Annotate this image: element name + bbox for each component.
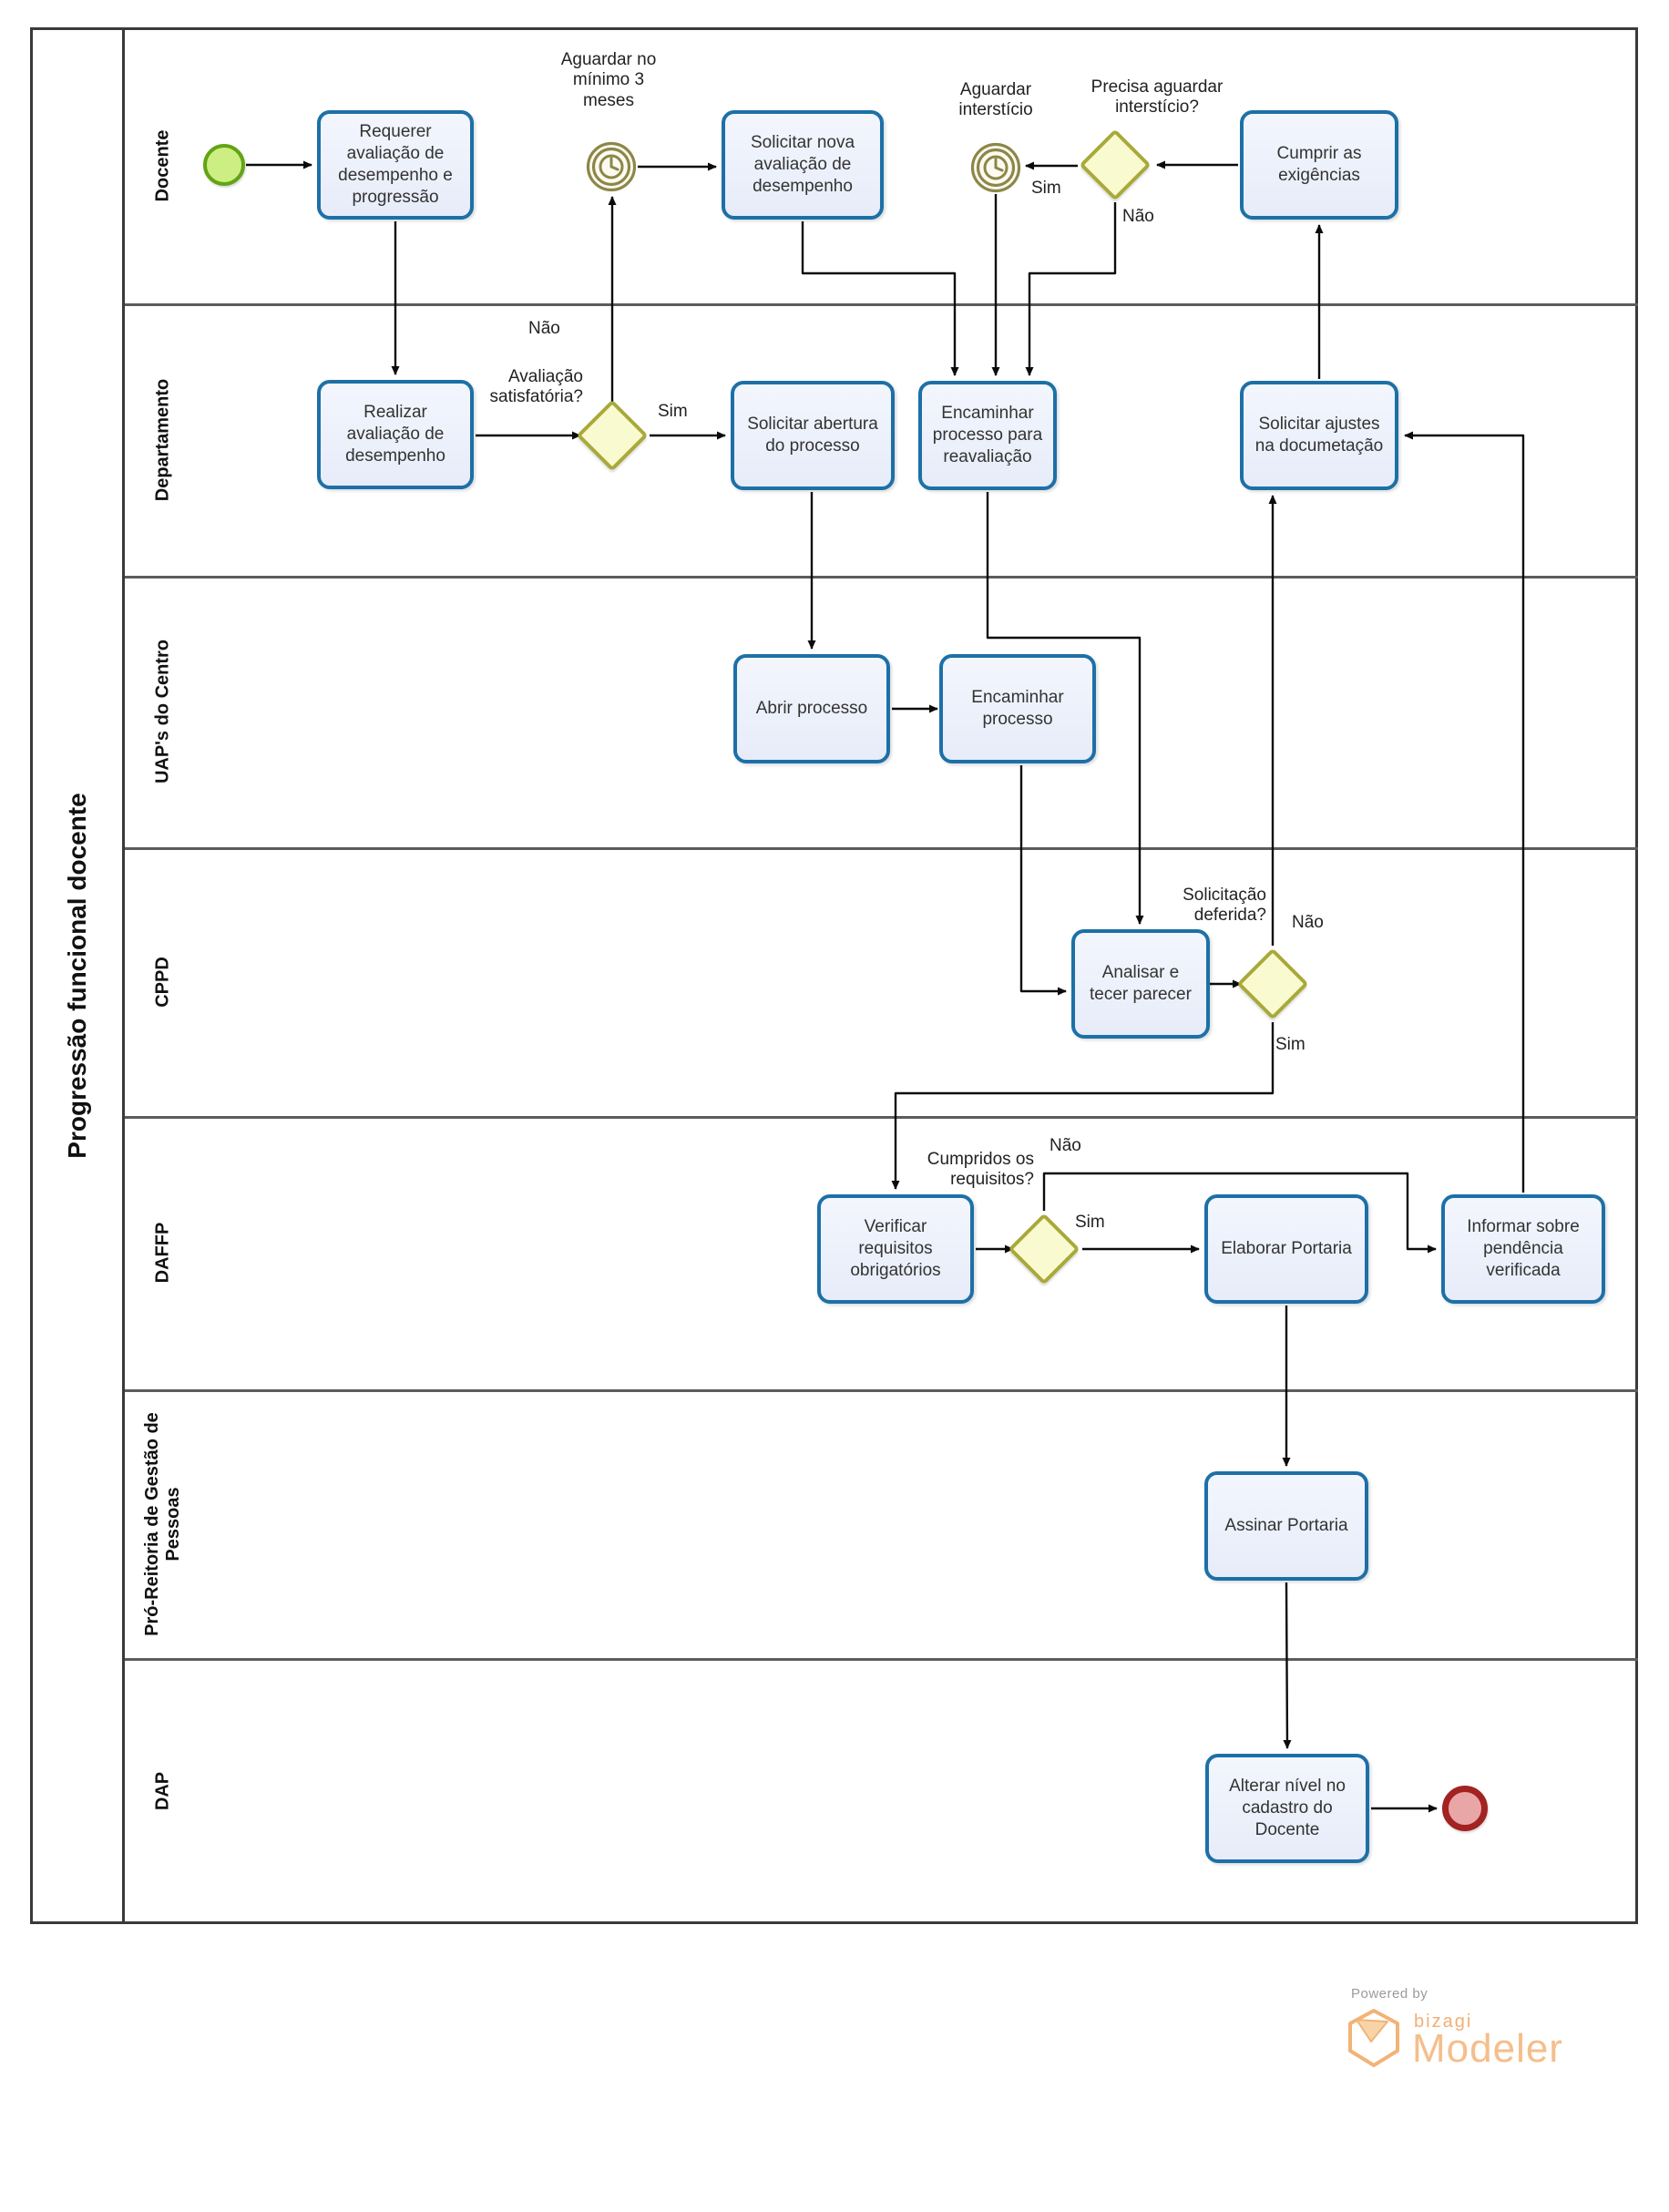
gateway-question: Solicitação deferida? [1183,886,1266,926]
edge-label-nao: Não [1050,1136,1081,1155]
lane-divider [125,1116,1638,1119]
timer-event-minimo-3-meses[interactable] [586,141,637,192]
task-requerer-avaliacao[interactable]: Requerer avaliação de desempenho e progr… [317,110,474,220]
lane-divider [125,847,1638,850]
lane-divider [125,1389,1638,1392]
bizagi-modeler-logo: Powered by bizagi Modeler [1346,1986,1620,2095]
flow-gw3-sim-verificar [891,1022,1275,1190]
task-label: Informar sobre pendência verificada [1467,1217,1580,1280]
task-label: Solicitar nova avaliação de desempenho [750,133,855,196]
task-label: Elaborar Portaria [1221,1239,1352,1259]
task-label: Solicitar ajustes na documetação [1254,415,1384,456]
edge-label-nao: Não [528,319,560,338]
timer-event-intersticio[interactable] [970,142,1021,193]
task-informar-pendencia[interactable]: Informar sobre pendência verificada [1441,1194,1605,1304]
edge-label-nao: Não [1292,913,1324,932]
modeler-product-text: Modeler [1412,2026,1563,2071]
edge-label-sim: Sim [1075,1213,1105,1232]
task-alterar-nivel[interactable]: Alterar nível no cadastro do Docente [1205,1754,1369,1863]
flow-informar-ajustes [1404,431,1525,1193]
flow-encreav-analisar [986,492,1144,925]
gateway-question: Cumpridos os requisitos? [927,1150,1034,1190]
edge-label-sim: Sim [1275,1035,1306,1054]
task-abrir-processo[interactable]: Abrir processo [733,654,890,763]
task-label: Alterar nível no cadastro do Docente [1229,1777,1346,1839]
start-event[interactable] [203,144,245,186]
edge-label-sim: Sim [1031,179,1061,198]
gateway-question: Avaliação satisfatória? [489,367,583,407]
timer-label: Aguardar interstício [958,80,1033,120]
flow-gw4-nao-informar [1042,1172,1437,1254]
task-label: Abrir processo [755,699,868,719]
task-encaminhar-reavaliacao[interactable]: Encaminhar processo para reavaliação [918,381,1057,490]
bizagi-brand-text: bizagi [1414,2012,1473,2032]
task-label: Assinar Portaria [1224,1516,1348,1536]
task-label: Solicitar abertura do processo [747,415,878,456]
task-realizar-avaliacao[interactable]: Realizar avaliação de desempenho [317,380,474,489]
flow-encproc-analisar [1019,765,1067,996]
end-event[interactable] [1442,1786,1488,1831]
task-verificar-requisitos[interactable]: Verificar requisitos obrigatórios [817,1194,974,1304]
pool-title-strip[interactable] [30,27,125,1924]
gateway-question: Precisa aguardar interstício? [1090,77,1224,118]
task-label: Verificar requisitos obrigatórios [850,1217,941,1280]
task-label: Cumprir as exigências [1276,144,1362,185]
task-label: Encaminhar processo para reavaliação [932,404,1043,466]
task-encaminhar-processo[interactable]: Encaminhar processo [939,654,1096,763]
task-label: Encaminhar processo [971,688,1064,729]
lane-divider [125,576,1638,579]
task-label: Realizar avaliação de desempenho [345,403,445,466]
task-solicitar-abertura[interactable]: Solicitar abertura do processo [731,381,895,490]
task-analisar-parecer[interactable]: Analisar e tecer parecer [1071,929,1210,1039]
task-label: Requerer avaliação de desempenho e progr… [338,122,453,207]
pool-border [30,27,1638,1924]
flow-assinar-alterar [1283,1582,1292,1749]
flow-gw1-nao-encreav [1025,202,1117,376]
clock-icon [994,158,1004,172]
clock-icon [609,157,619,171]
bizagi-hexagon-icon [1348,2009,1399,2067]
task-solicitar-nova-avaliacao[interactable]: Solicitar nova avaliação de desempenho [722,110,884,220]
task-elaborar-portaria[interactable]: Elaborar Portaria [1204,1194,1368,1304]
edge-label-nao: Não [1122,207,1154,226]
timer-label: Aguardar no mínimo 3 meses [560,50,657,110]
task-solicitar-ajustes[interactable]: Solicitar ajustes na documetação [1240,381,1398,490]
powered-by-text: Powered by [1351,1986,1428,2002]
task-assinar-portaria[interactable]: Assinar Portaria [1204,1471,1368,1581]
task-cumprir-exigencias[interactable]: Cumprir as exigências [1240,110,1398,220]
task-label: Analisar e tecer parecer [1090,963,1192,1004]
lane-divider [125,1658,1638,1661]
edge-label-sim: Sim [658,402,688,421]
flow-solicitarnova-encreav [801,221,959,376]
lane-divider [125,303,1638,306]
